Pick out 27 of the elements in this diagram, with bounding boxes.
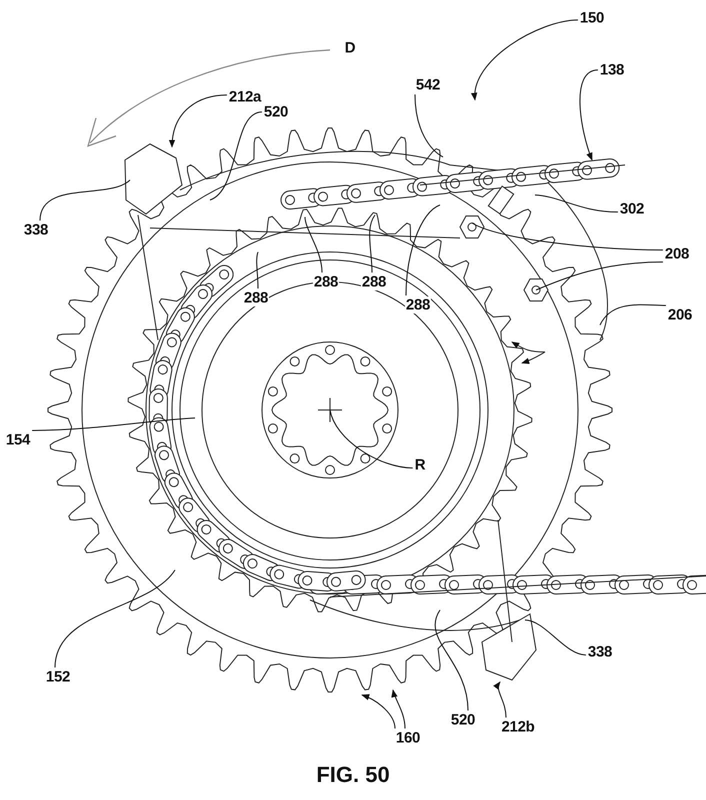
leader-line xyxy=(600,304,666,326)
leader-arrow xyxy=(392,689,406,729)
leader-line xyxy=(40,180,130,221)
leader-line xyxy=(534,194,618,212)
leader-arrow xyxy=(169,94,228,148)
callout-number: 288 xyxy=(360,274,388,290)
leader-arrow xyxy=(579,70,598,161)
leader-line xyxy=(256,252,258,289)
leader-arrow xyxy=(472,20,578,101)
callout-number: 288 xyxy=(242,290,270,306)
leader-line xyxy=(536,262,664,290)
leader-arrow xyxy=(361,694,396,729)
leader-line xyxy=(406,204,440,296)
leader-line xyxy=(330,410,414,468)
leader-line xyxy=(54,570,176,668)
leader-line xyxy=(434,610,468,711)
leader-line xyxy=(210,112,262,200)
callout-number: 288 xyxy=(404,296,432,314)
figure-caption: FIG. 50 xyxy=(316,762,390,788)
leader-line xyxy=(524,620,586,656)
leader-arrow xyxy=(494,681,506,718)
direction-label: D xyxy=(344,40,356,56)
leader-line xyxy=(304,216,322,273)
leader-line xyxy=(472,222,664,250)
leader-line xyxy=(369,214,376,273)
leader-line xyxy=(32,418,196,431)
leader-line xyxy=(414,94,444,158)
